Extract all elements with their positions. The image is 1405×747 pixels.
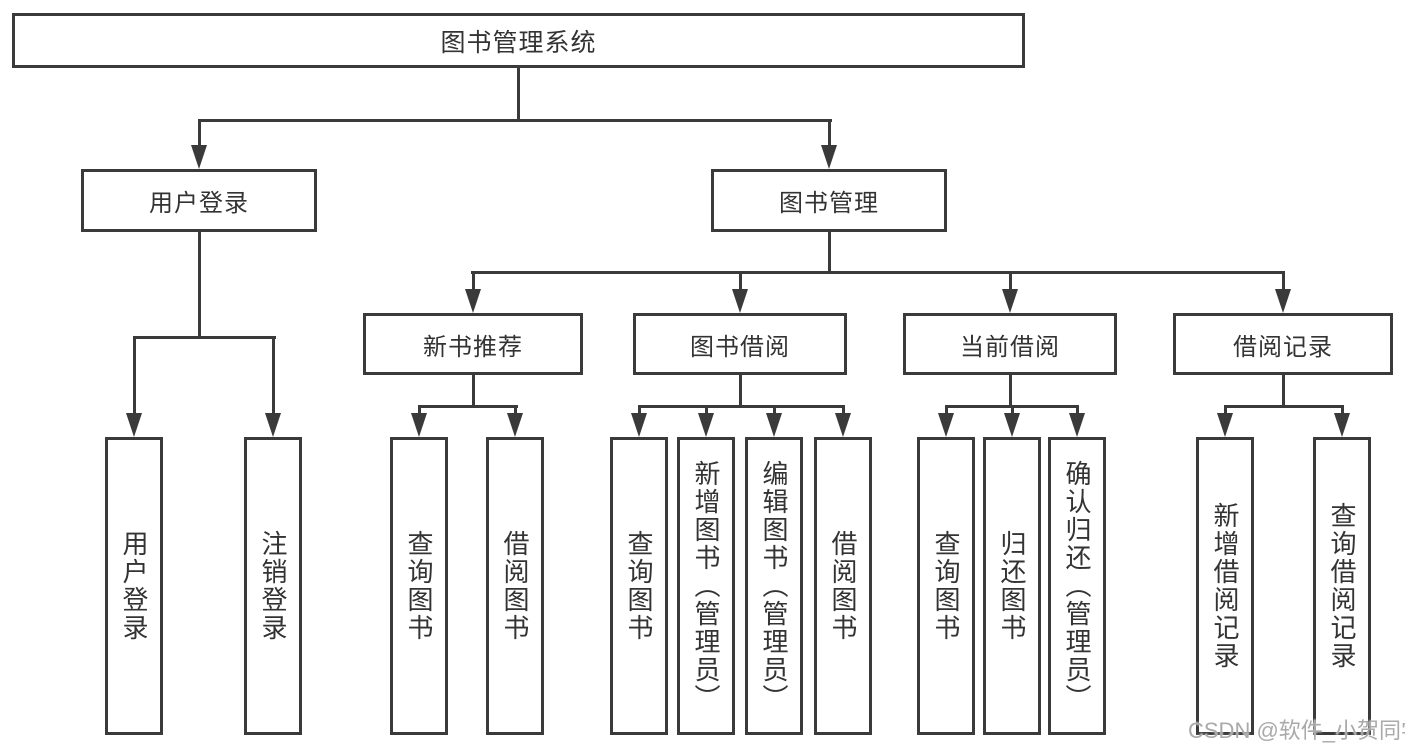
connector-hline <box>133 336 276 339</box>
node-confirm-return-admin: 确认归还（管理员） <box>1048 437 1106 735</box>
connector-vline <box>517 68 520 121</box>
connector-vline <box>1009 375 1012 408</box>
connector-hline <box>418 405 518 408</box>
node-add-borrow-record: 新增借阅记录 <box>1196 437 1254 735</box>
node-label: 确认归还（管理员） <box>1062 460 1092 712</box>
node-label: 借阅记录 <box>1233 333 1333 361</box>
node-query-books-borrowing: 查询图书 <box>610 437 668 735</box>
arrow-head <box>698 413 714 437</box>
arrow-head <box>1069 413 1085 437</box>
arrow-head <box>1004 413 1020 437</box>
arrow-head <box>1334 413 1350 437</box>
node-query-books-recommend: 查询图书 <box>390 437 448 735</box>
node-user-login-leaf: 用户登录 <box>105 437 163 735</box>
node-label: 编辑图书（管理员） <box>759 460 789 712</box>
node-return-book: 归还图书 <box>983 437 1041 735</box>
arrow-head <box>766 413 782 437</box>
arrow-head <box>265 413 281 437</box>
connector-vline <box>1224 405 1227 415</box>
connector-vline <box>1011 405 1014 415</box>
node-label: 新增图书（管理员） <box>691 460 721 712</box>
arrow-head <box>938 413 954 437</box>
arrow-head <box>835 413 851 437</box>
arrow-head <box>126 413 142 437</box>
node-label: 借阅图书 <box>828 530 858 642</box>
node-label: 图书借阅 <box>690 333 790 361</box>
node-root-book-management-system: 图书管理系统 <box>12 13 1025 68</box>
connector-hline <box>198 119 832 122</box>
node-borrowing-records: 借阅记录 <box>1173 313 1393 375</box>
node-label: 查询借阅记录 <box>1327 502 1357 670</box>
connector-vline <box>842 405 845 415</box>
node-label: 用户登录 <box>149 190 249 217</box>
node-label: 新书推荐 <box>423 333 523 361</box>
connector-hline <box>1224 405 1344 408</box>
connector-vline <box>739 271 742 291</box>
connector-vline <box>945 405 948 415</box>
node-borrow-books-borrowing: 借阅图书 <box>814 437 872 735</box>
node-label: 图书管理 <box>779 190 879 217</box>
node-current-borrowing: 当前借阅 <box>903 313 1117 375</box>
connector-vline <box>1076 405 1079 415</box>
arrow-head <box>411 413 427 437</box>
node-edit-book-admin: 编辑图书（管理员） <box>745 437 803 735</box>
arrow-head <box>1217 413 1233 437</box>
node-label: 注销登录 <box>258 530 288 642</box>
node-add-book-admin: 新增图书（管理员） <box>677 437 735 735</box>
connector-vline <box>133 336 136 415</box>
csdn-watermark: CSDN @软件_小贺同学 <box>1188 718 1405 743</box>
arrow-head <box>631 413 647 437</box>
node-query-borrow-record: 查询借阅记录 <box>1313 437 1371 735</box>
node-label: 查询图书 <box>624 530 654 642</box>
connector-vline <box>418 405 421 415</box>
connector-vline <box>472 271 475 291</box>
connector-hline <box>638 405 845 408</box>
node-label: 查询图书 <box>404 530 434 642</box>
connector-vline <box>1282 271 1285 291</box>
connector-vline <box>739 375 742 408</box>
node-user-login: 用户登录 <box>81 169 317 232</box>
node-new-book-recommend: 新书推荐 <box>363 313 583 375</box>
node-query-books-current: 查询图书 <box>917 437 975 735</box>
connector-vline <box>1282 375 1285 408</box>
connector-vline <box>198 119 201 147</box>
arrow-head <box>1002 289 1018 313</box>
connector-vline <box>1009 271 1012 291</box>
connector-vline <box>773 405 776 415</box>
arrow-head <box>732 289 748 313</box>
arrow-head <box>465 289 481 313</box>
node-label: 借阅图书 <box>500 530 530 642</box>
node-label: 新增借阅记录 <box>1210 502 1240 670</box>
arrow-head <box>507 413 523 437</box>
node-book-management: 图书管理 <box>711 169 947 232</box>
connector-vline <box>514 405 517 415</box>
connector-vline <box>705 405 708 415</box>
connector-vline <box>1341 405 1344 415</box>
connector-vline <box>828 232 831 274</box>
connector-hline <box>471 271 1285 274</box>
connector-vline <box>828 119 831 147</box>
connector-vline <box>638 405 641 415</box>
node-borrow-books-recommend: 借阅图书 <box>486 437 544 735</box>
node-label: 查询图书 <box>931 530 961 642</box>
node-label: 用户登录 <box>119 530 149 642</box>
connector-vline <box>198 232 201 339</box>
arrow-head <box>821 145 837 169</box>
node-logout: 注销登录 <box>244 437 302 735</box>
connector-vline <box>272 336 275 415</box>
node-book-borrowing: 图书借阅 <box>633 313 847 375</box>
node-label: 图书管理系统 <box>440 28 597 57</box>
arrow-head <box>191 145 207 169</box>
node-label: 当前借阅 <box>960 333 1060 361</box>
node-label: 归还图书 <box>997 530 1027 642</box>
arrow-head <box>1275 289 1291 313</box>
connector-vline <box>472 375 475 408</box>
